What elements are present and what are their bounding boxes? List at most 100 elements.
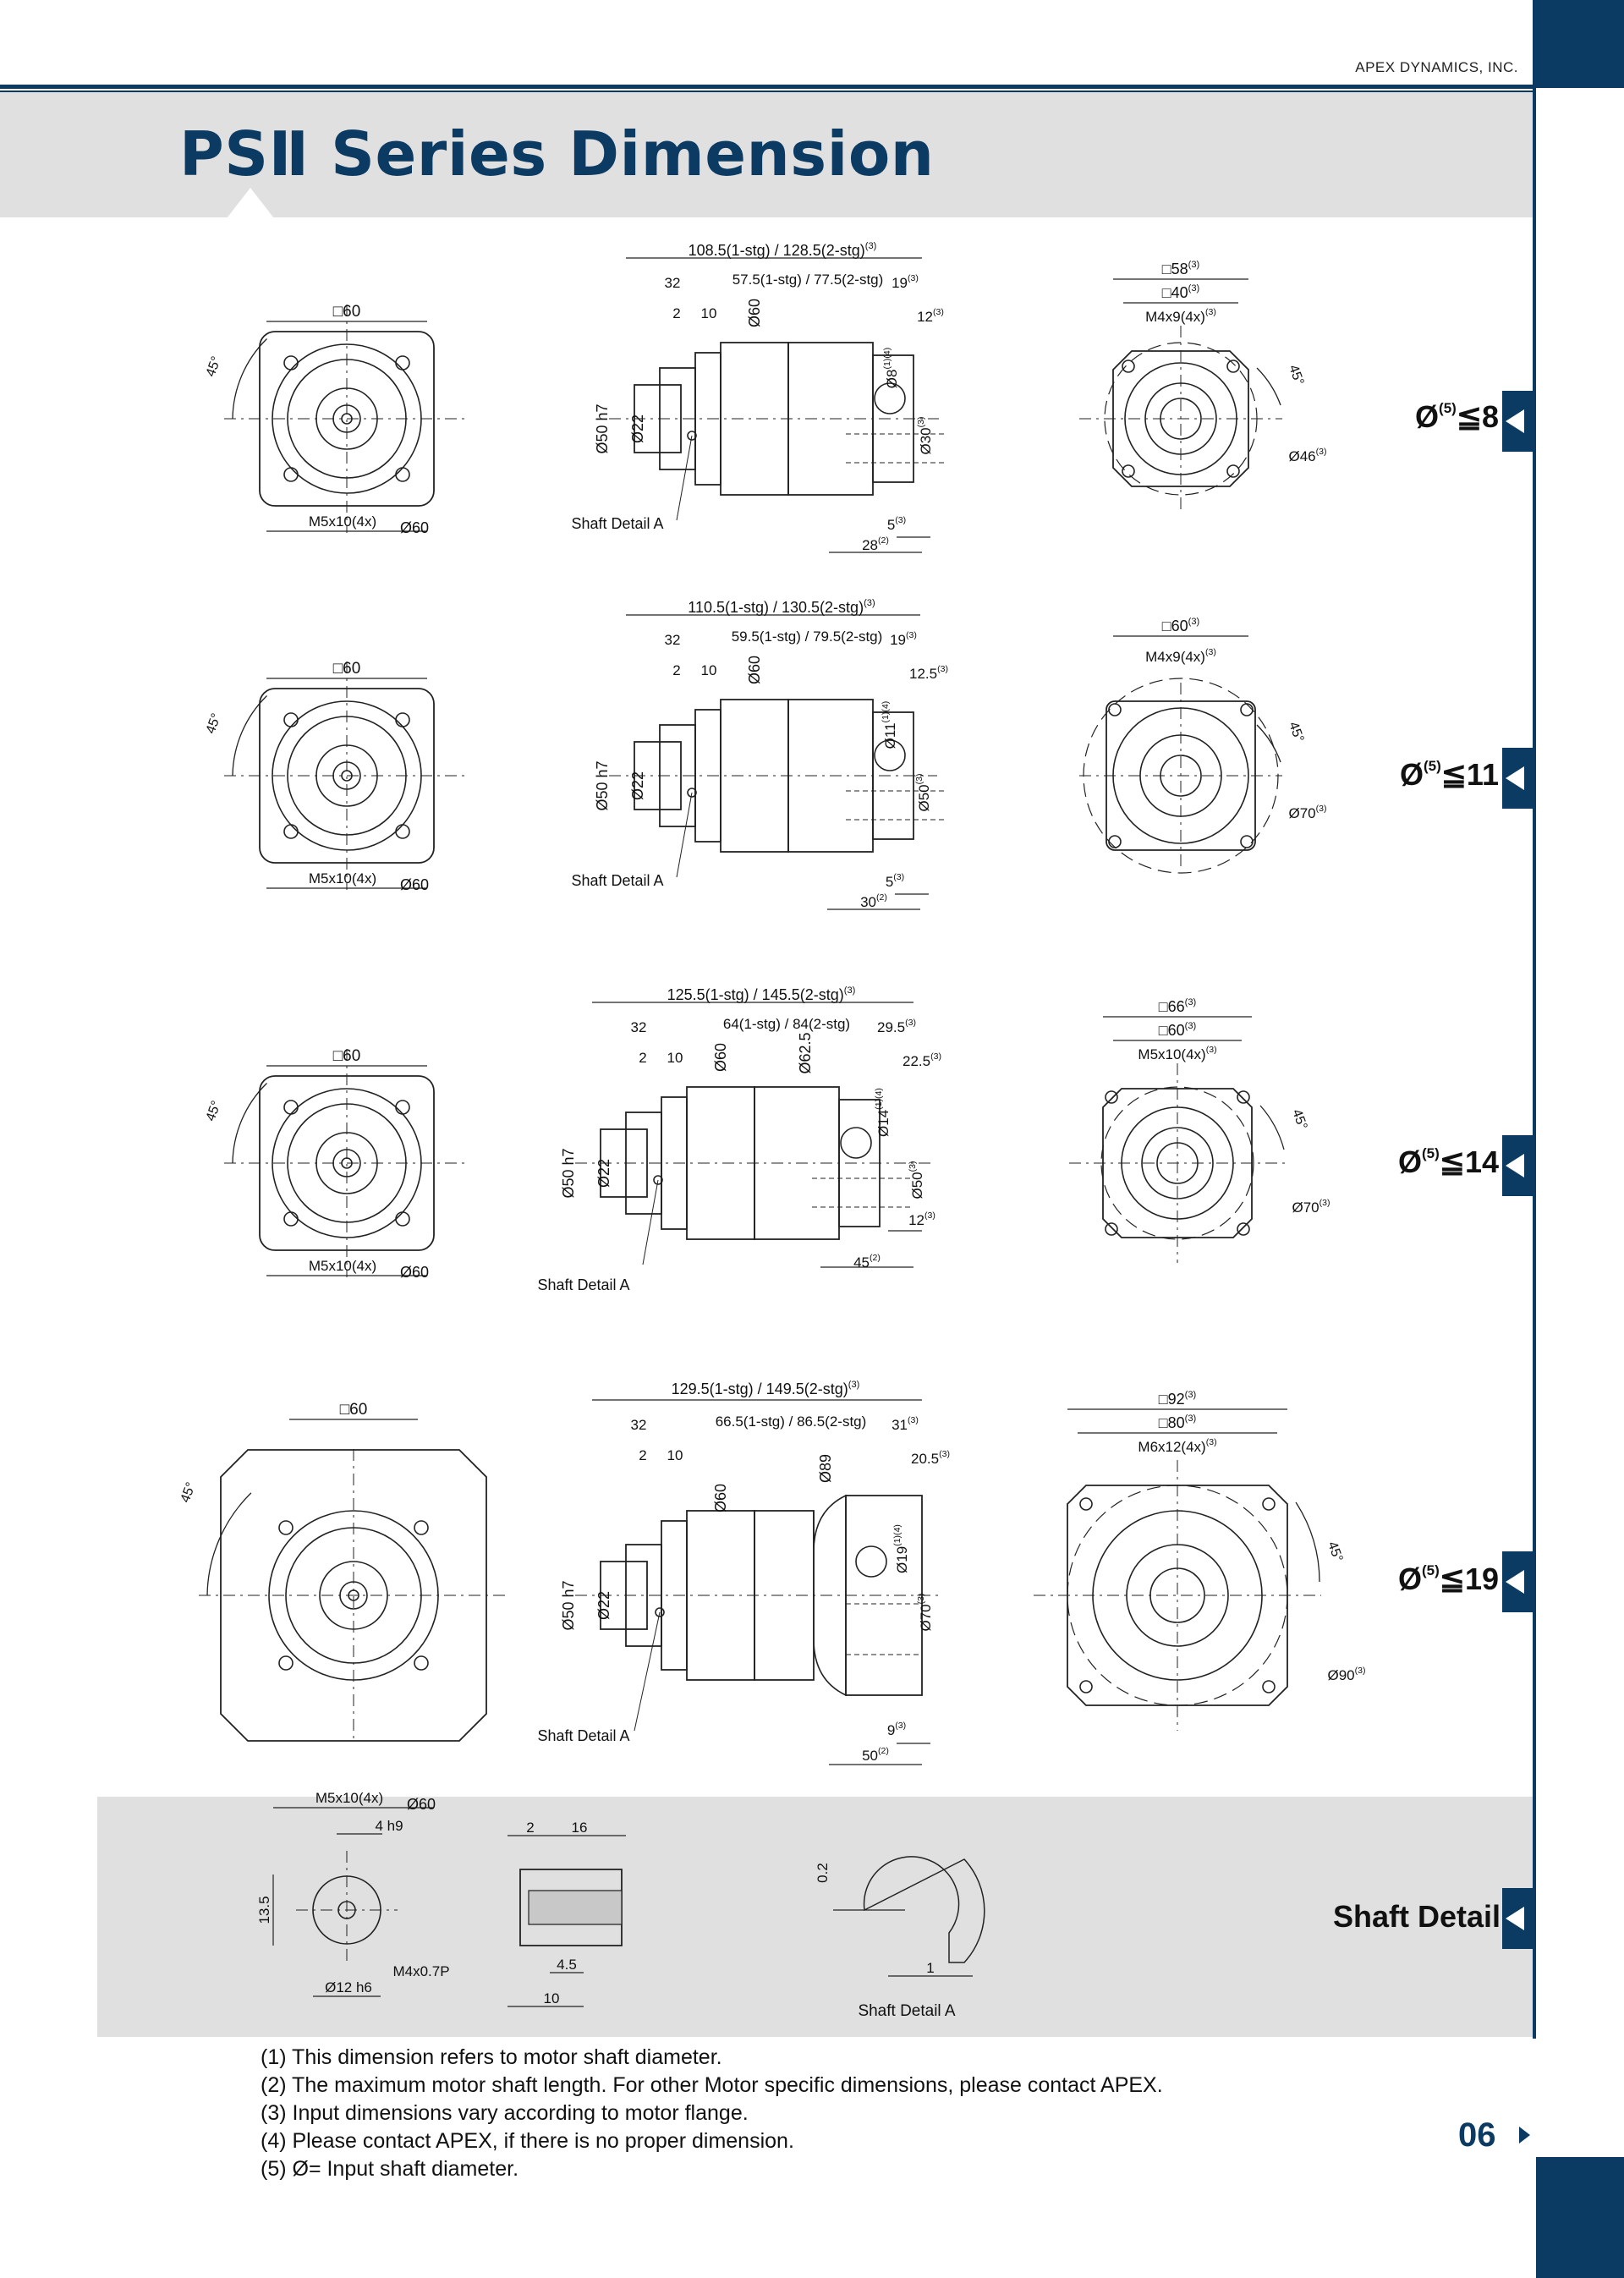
angle-arc: [232, 338, 267, 420]
pilot-label: Ø60: [712, 1484, 729, 1512]
pcd-label: Ø60: [400, 1264, 429, 1281]
body-length-label: 59.5(1-stg) / 79.5(2-stg): [732, 629, 883, 645]
bolt-hole-icon: [283, 1211, 299, 1227]
pcd-label: Ø60: [400, 876, 429, 893]
bore-label: Ø14(1)(4): [874, 1088, 892, 1137]
length-label: 5(3): [886, 872, 904, 890]
gap-label: 0.2: [815, 1863, 831, 1883]
shaft-od-label: Ø50 h7: [594, 760, 611, 810]
section-tab-icon: [1502, 1135, 1533, 1196]
angle-arc: [206, 1492, 252, 1596]
angle-label: 45°: [178, 1480, 199, 1505]
back-outer-label: □58(3): [1162, 260, 1200, 277]
footnote: (5) Ø= Input shaft diameter.: [261, 2157, 519, 2181]
overall-length-label: 108.5(1-stg) / 128.5(2-stg)(3): [689, 241, 877, 259]
section-tab-icon: [1502, 391, 1533, 452]
pilot-label: Ø60: [712, 1043, 729, 1072]
length-label: 31(3): [892, 1415, 919, 1433]
angle-label: 45°: [1286, 363, 1306, 387]
mount-hole-icon: [1240, 703, 1254, 716]
length-label: 12(3): [908, 1210, 935, 1228]
bolt-hole-icon: [395, 824, 410, 839]
shaft-od-label: Ø50 h7: [594, 403, 611, 453]
detail-a-caption: Shaft Detail A: [858, 2002, 955, 2020]
gear-housing: [720, 342, 789, 496]
key-width-label: 4 h9: [375, 1818, 403, 1834]
title-notch: [227, 188, 274, 218]
length-label: 30(2): [860, 892, 887, 910]
flange-diameter-label: Ø50(3): [908, 1161, 925, 1199]
mount-hole-icon: [1226, 464, 1240, 478]
mount-hole-icon: [1240, 835, 1254, 848]
length-label: 12.5(3): [909, 664, 948, 682]
company-name: APEX DYNAMICS, INC.: [1355, 59, 1518, 75]
thread-label: M4x0.7P: [392, 1963, 449, 1979]
back-outer-label: □92(3): [1159, 1390, 1197, 1408]
back-inner-label: □60(3): [1159, 1021, 1197, 1039]
leader-line: [676, 792, 693, 878]
clamp-screw-icon: [840, 1127, 872, 1159]
angle-label: 45°: [1286, 720, 1306, 744]
length-label: 29.5(3): [877, 1018, 916, 1035]
pilot-label: Ø60: [746, 299, 763, 327]
bolt-hole-icon: [395, 1211, 410, 1227]
back-flange-outline: [1112, 350, 1249, 487]
length-label: 28(2): [862, 535, 889, 553]
bolt-hole-icon: [414, 1655, 429, 1671]
overall-length-label: 110.5(1-stg) / 130.5(2-stg)(3): [688, 598, 875, 616]
length-32-label: 32: [631, 1417, 647, 1433]
mount-hole-icon: [1122, 360, 1135, 373]
shaft-diameter-label: Ø22: [629, 414, 646, 443]
footnotes: (1) This dimension refers to motor shaft…: [261, 2044, 1163, 2183]
shaft-detail-callout: Shaft Detail A: [537, 1276, 629, 1293]
angle-arc: [1256, 724, 1281, 763]
section-tab-icon: [1502, 748, 1533, 809]
bolt-hole-icon: [395, 467, 410, 482]
mount-hole-icon: [1108, 703, 1122, 716]
mount-hole-icon: [1226, 360, 1240, 373]
mount-hole-icon: [1262, 1497, 1276, 1511]
length-label: 12(3): [917, 307, 944, 325]
shaft-detail-band: [97, 1797, 1533, 2037]
page-number: 06: [1458, 2116, 1496, 2154]
bolt-hole-icon: [278, 1520, 294, 1535]
length-32-label: 32: [631, 1019, 647, 1035]
tap-label: M4x9(4x)(3): [1145, 647, 1216, 665]
shaft-detail-callout: Shaft Detail A: [537, 1727, 629, 1744]
shaft-dia-label: Ø12 h6: [325, 1979, 372, 1995]
length-label: 10: [667, 1447, 683, 1463]
back-pcd-label: Ø70(3): [1292, 1198, 1330, 1216]
angle-arc: [232, 1083, 267, 1164]
length-label: 10: [667, 1050, 683, 1066]
length-label: 20.5(3): [911, 1449, 950, 1467]
shaft-detail-callout: Shaft Detail A: [571, 872, 663, 889]
body-length-label: 64(1-stg) / 84(2-stg): [723, 1016, 850, 1032]
back-flange-outline: [1102, 1088, 1253, 1238]
overall-length-label: 125.5(1-stg) / 145.5(2-stg)(3): [667, 985, 856, 1003]
length-label: 2: [639, 1050, 646, 1066]
square-dimension-label: □60: [340, 1401, 368, 1419]
section-tab-icon: [1502, 1888, 1533, 1949]
shaft-od-label: Ø50 h7: [560, 1580, 577, 1630]
bolt-label: M5x10(4x): [315, 1790, 383, 1806]
corner-block-top: [1536, 0, 1624, 88]
bolt-hole-icon: [283, 355, 299, 371]
back-pcd-label: Ø90(3): [1327, 1666, 1365, 1683]
overall-length-label: 129.5(1-stg) / 149.5(2-stg)(3): [672, 1380, 860, 1397]
square-dimension-label: □60: [333, 1047, 361, 1065]
length-label: 2: [639, 1447, 646, 1463]
length-label: 9(3): [887, 1721, 906, 1738]
clamp-screw-icon: [874, 382, 906, 414]
back-inner-label: □80(3): [1159, 1413, 1197, 1431]
motor-flange: [845, 1495, 923, 1696]
angle-label: 45°: [204, 1099, 224, 1123]
page-title: PSⅡ Series Dimension: [179, 118, 935, 189]
back-hub-circle: [1141, 1127, 1214, 1199]
body-length-label: 66.5(1-stg) / 86.5(2-stg): [716, 1413, 867, 1430]
header-rule-thin: [0, 91, 1535, 92]
range-label-14: Ø(5)≦14: [1397, 1144, 1499, 1179]
shaft-diameter-label: Ø22: [629, 771, 646, 800]
back-pcd-label: Ø70(3): [1288, 804, 1326, 821]
angle-arc: [232, 695, 267, 777]
bolt-hole-icon: [395, 1100, 410, 1115]
